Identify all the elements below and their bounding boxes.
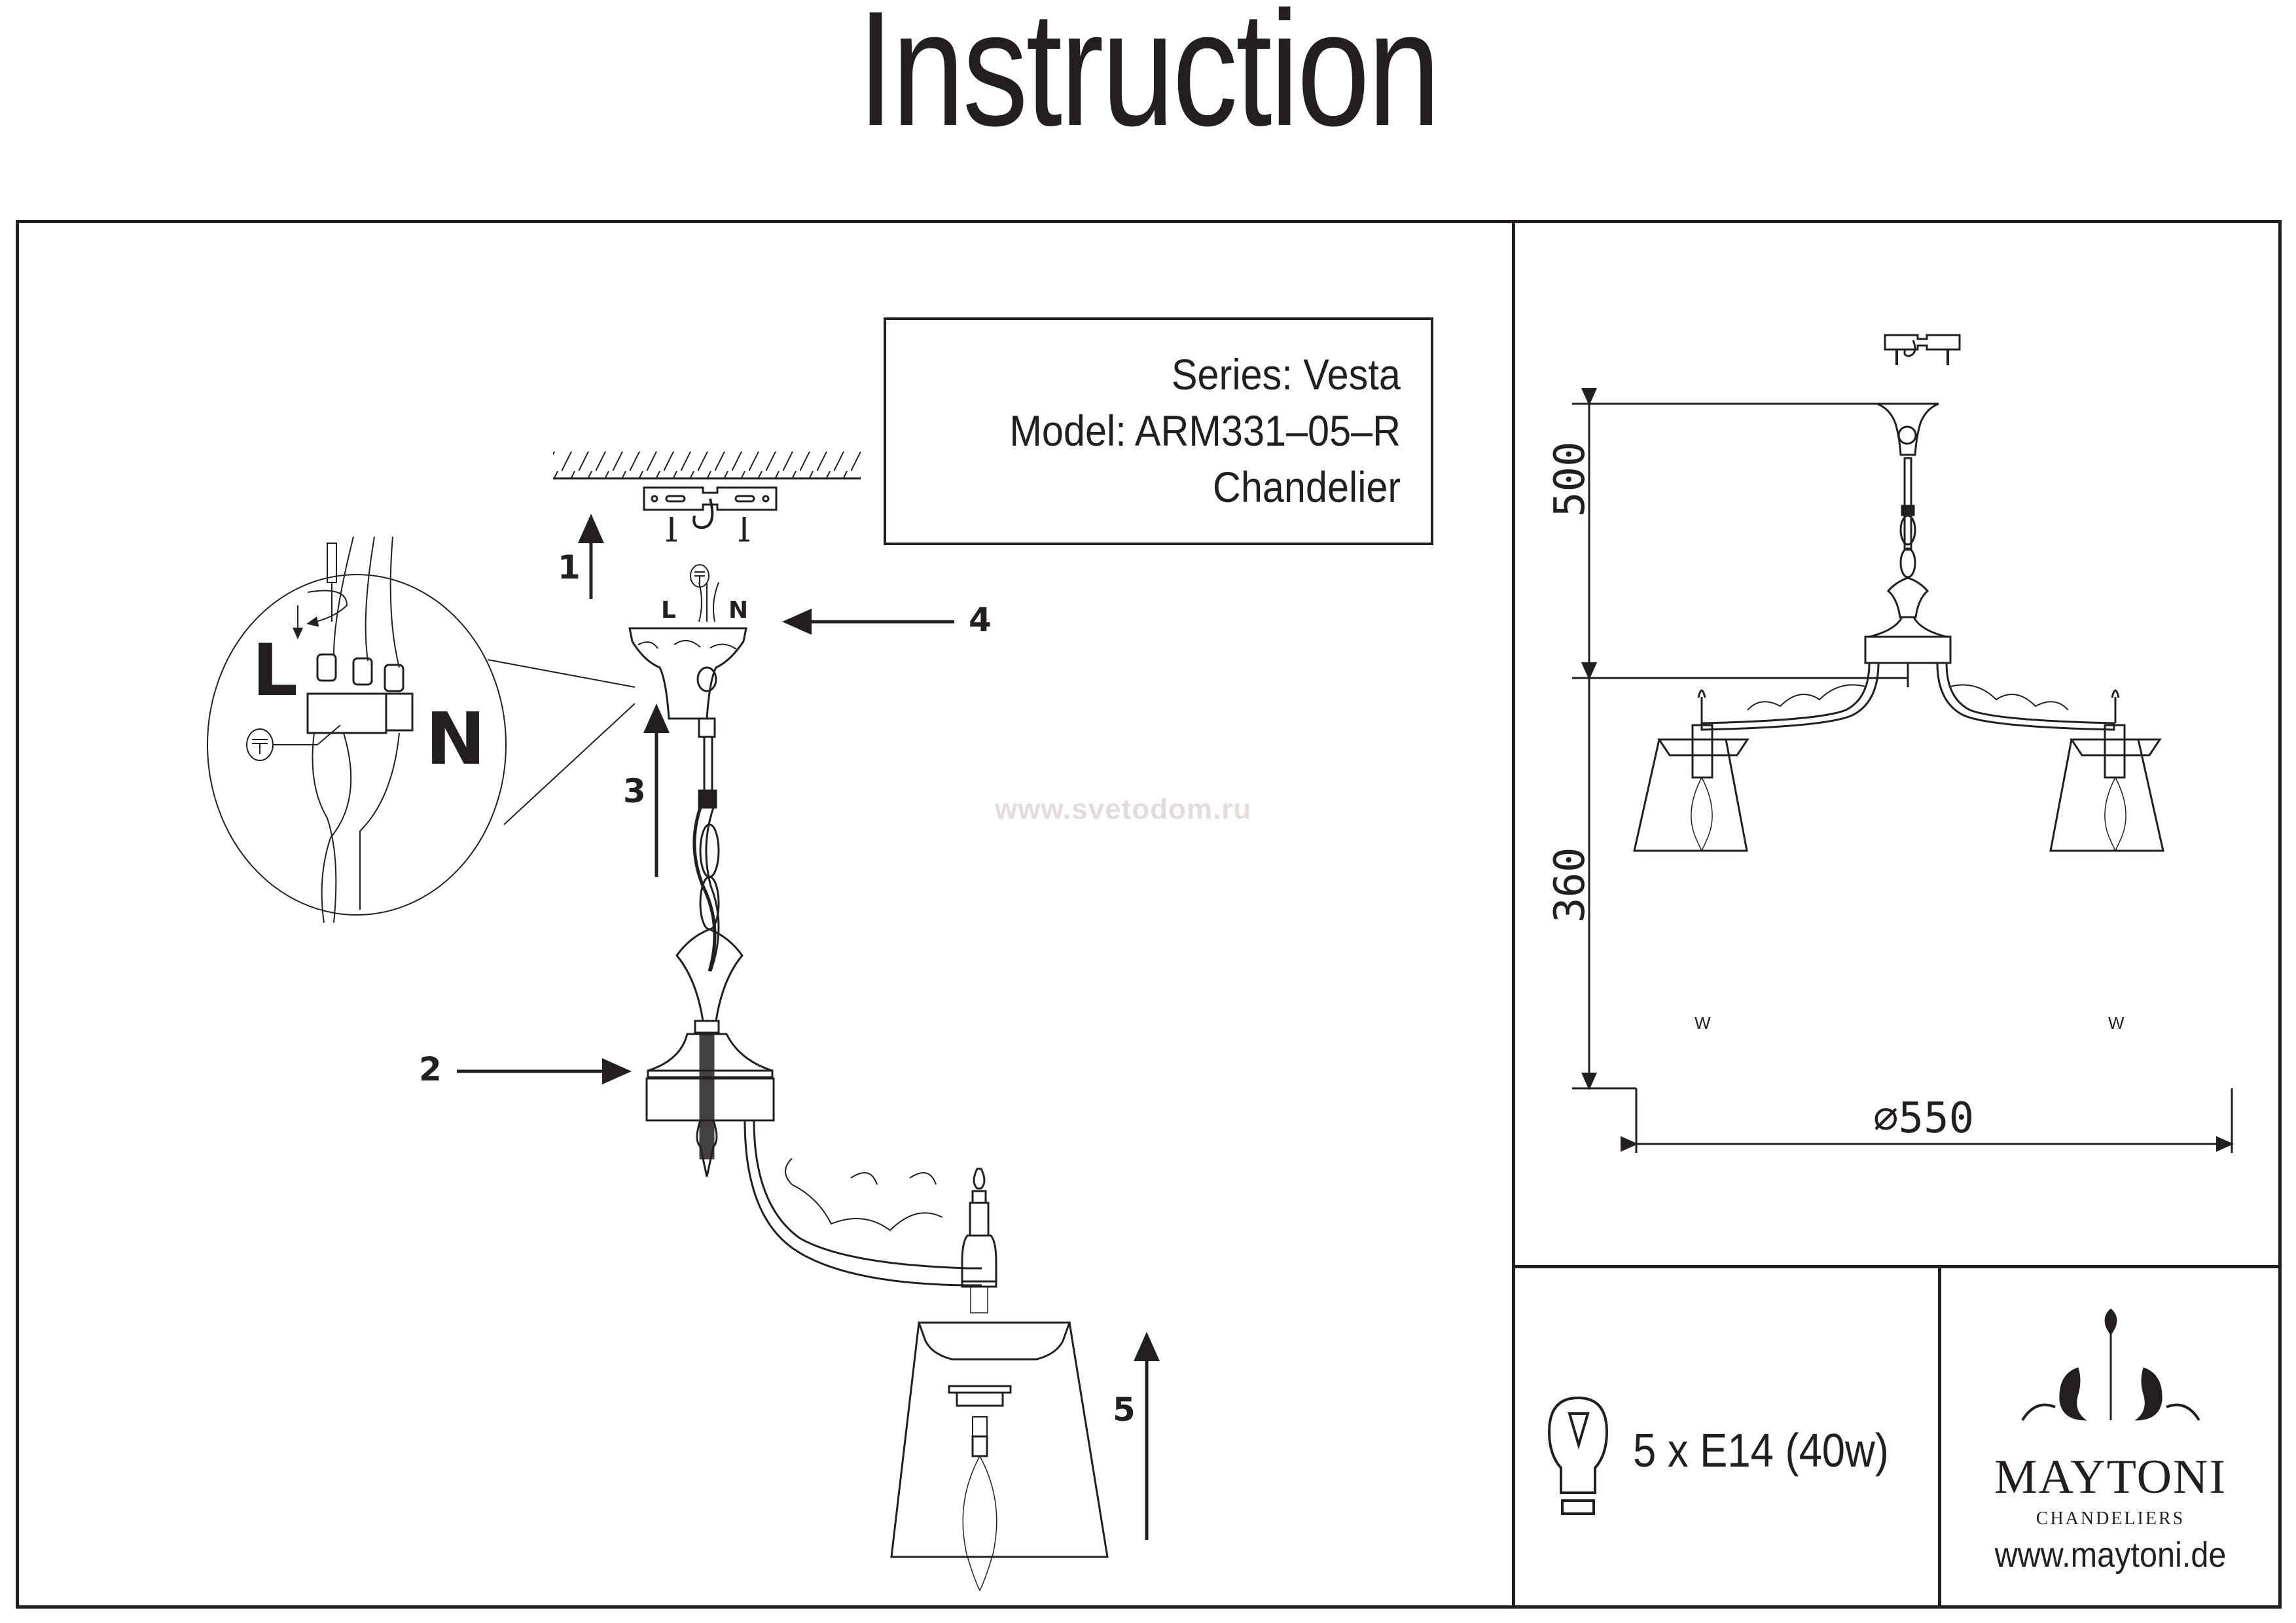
mounting-bracket-icon (643, 486, 778, 542)
dimension-diameter: ⌀550 (1873, 1094, 1975, 1143)
dimension-height-lower: 360 (1546, 847, 1594, 923)
dimension-drawing (1633, 334, 2164, 852)
product-info-box: Series: Vesta Model: ARM331–05–R Chandel… (884, 317, 1433, 545)
lamp-spec: 5 x E14 (40w) (1633, 1425, 1889, 1477)
series-label: Series: Vesta (1171, 350, 1401, 399)
earth-ground-icon (690, 564, 709, 588)
panel-divider-horizontal (1512, 1265, 2282, 1268)
brand-subtitle: CHANDELIERS (2036, 1508, 2185, 1529)
watermark: www.svetodom.ru (995, 793, 1252, 825)
dimension-lines (1572, 388, 2234, 1153)
detail-live-label: L (252, 628, 298, 712)
wiring-detail-callout (207, 536, 636, 923)
chandelier-ornament-logo-icon (2021, 1308, 2200, 1421)
ceiling-hatch (553, 452, 861, 480)
detail-neutral-label: N (425, 697, 486, 781)
earth-ground-icon (246, 724, 341, 761)
step-5-label: 5 (1113, 1391, 1136, 1429)
lamp-socket-shade-bulb (890, 1168, 1109, 1592)
bulb-marking-right: W (2108, 1013, 2125, 1033)
step-1-label: 1 (558, 548, 581, 586)
brand-website-link[interactable]: www.maytoni.de (1994, 1535, 2227, 1575)
product-type-label: Chandelier (1212, 463, 1401, 511)
center-body (645, 928, 775, 1177)
panel-divider-vertical (1512, 220, 1515, 1609)
specs-divider-vertical (1938, 1265, 1941, 1609)
light-bulb-icon (1547, 1396, 1609, 1515)
live-wire-label: L (661, 597, 676, 624)
canopy (628, 582, 747, 738)
brand-name: MAYTONI (1994, 1450, 2227, 1504)
model-label: Model: ARM331–05–R (1009, 406, 1401, 455)
lamp-arm (744, 1120, 982, 1287)
drawing-frame (16, 220, 2282, 1609)
step-4-label: 4 (969, 601, 992, 639)
page-title: Instruction (857, 0, 1441, 160)
dimension-height-upper: 500 (1546, 441, 1594, 517)
step-3-label: 3 (623, 772, 646, 810)
neutral-wire-label: N (728, 597, 749, 624)
bulb-marking-left: W (1695, 1013, 1711, 1033)
step-2-label: 2 (419, 1050, 442, 1088)
